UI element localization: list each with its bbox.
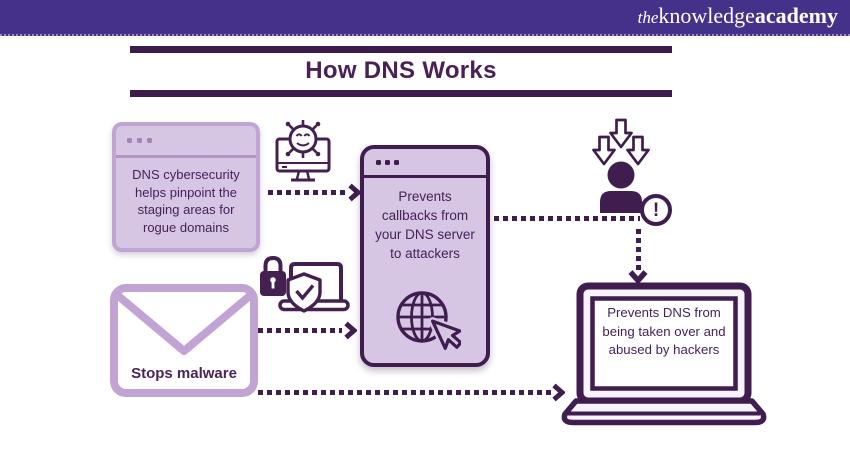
header-bar: theknowledgeacademy <box>0 0 850 36</box>
server-card-text: Prevents callbacks from your DNS server … <box>375 189 475 262</box>
dotted-connector <box>494 216 640 221</box>
dotted-connector <box>258 328 342 333</box>
arrowhead-down-icon <box>628 270 648 284</box>
window-dots <box>364 149 486 178</box>
envelope-label: Stops malware <box>131 365 237 382</box>
browser-card-text: DNS cybersecurity helps pinpoint the sta… <box>132 167 240 236</box>
title-rule-top <box>130 46 672 53</box>
brand-knowledge: knowledge <box>658 3 755 28</box>
brand-the: the <box>637 8 659 27</box>
laptop-lock-shield-icon <box>258 255 350 325</box>
dotted-connector <box>636 229 641 270</box>
dotted-connector <box>268 190 348 195</box>
laptop-card-text: Prevents DNS from being taken over and a… <box>602 305 726 358</box>
browser-window-card: DNS cybersecurity helps pinpoint the sta… <box>112 122 260 252</box>
dotted-connector <box>258 390 552 395</box>
brand-logo: theknowledgeacademy <box>638 3 838 29</box>
brand-academy: academy <box>754 3 838 28</box>
window-dot-icon <box>385 159 390 165</box>
window-dot-icon <box>147 138 152 143</box>
arrowhead-right-icon <box>552 383 565 402</box>
laptop-icon <box>554 281 772 429</box>
title-rule-bottom <box>130 90 672 97</box>
person-incoming-arrows-icon <box>585 118 677 219</box>
window-dots <box>116 126 256 158</box>
globe-cursor-icon <box>395 289 465 366</box>
window-dot-icon <box>376 159 381 165</box>
page-title: How DNS Works <box>305 57 497 84</box>
monitor-virus-icon <box>266 114 340 197</box>
window-dot-icon <box>137 138 142 143</box>
exclamation-mark: ! <box>652 199 660 221</box>
window-dot-icon <box>394 159 399 165</box>
envelope-icon: Stops malware <box>110 284 258 397</box>
arrowhead-right-icon <box>344 321 357 340</box>
arrowhead-right-icon <box>348 183 361 202</box>
alert-exclamation-icon: ! <box>640 194 672 226</box>
window-dot-icon <box>127 138 132 143</box>
dns-server-card: Prevents callbacks from your DNS server … <box>360 145 490 367</box>
